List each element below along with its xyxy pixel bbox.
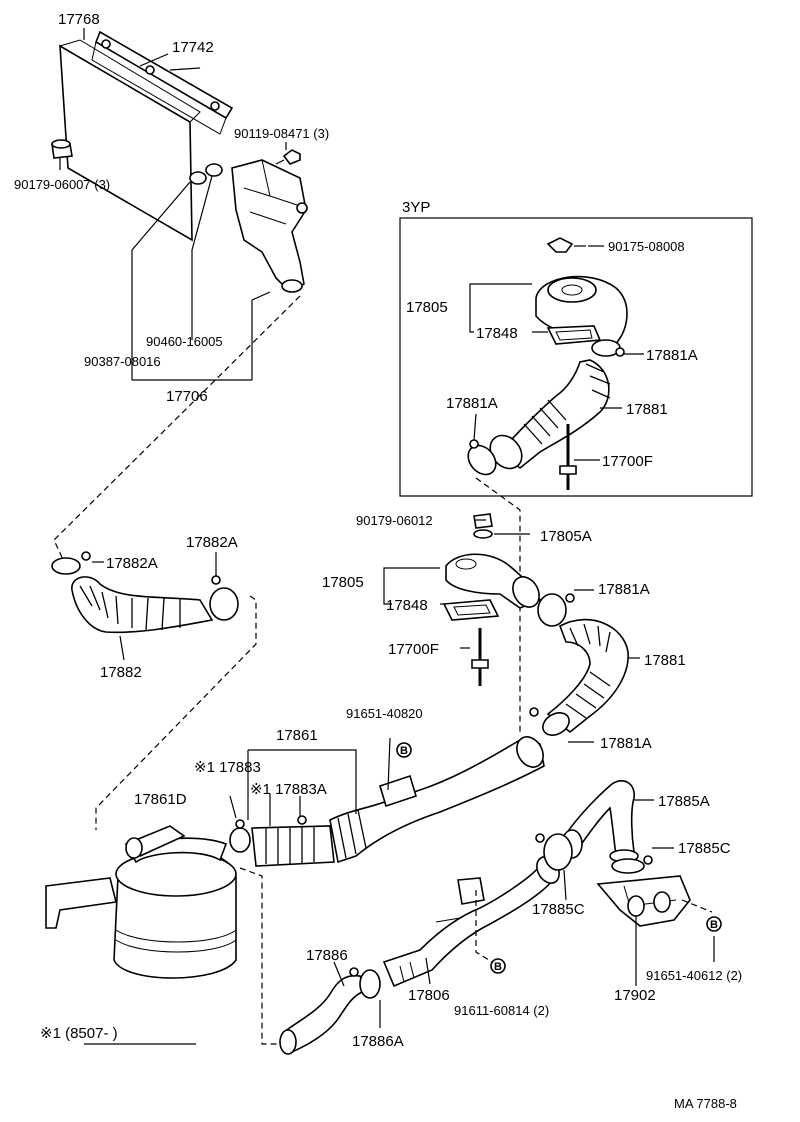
label-17885A: 17885A (658, 793, 710, 810)
bracket-17902 (596, 875, 691, 927)
leaders-17861 (229, 737, 391, 826)
pipe-17806 (382, 856, 560, 988)
leaders-left (92, 552, 217, 661)
3yp-parts (467, 237, 628, 490)
label-17861D: 17861D (134, 791, 187, 808)
air-cleaner (45, 825, 237, 979)
label-91651-40612: 91651-40612 (2) (646, 968, 742, 983)
hose-17885A (561, 780, 639, 863)
label-90387-08016: 90387-08016 (84, 354, 161, 369)
label-90175-08008: 90175-08008 (608, 239, 685, 254)
label-90179-06007: 90179-06007 (3) (14, 177, 110, 192)
label-17886: 17886 (306, 947, 348, 964)
bracket-assembly (51, 30, 301, 242)
label-17881-box: 17881 (626, 401, 668, 418)
footnote: ※1 (8507- ) (40, 1025, 118, 1042)
dashed-connector-1 (53, 295, 301, 567)
middle-elbow-group (442, 513, 629, 736)
label-17805: 17805 (322, 574, 364, 591)
label-17742: 17742 (172, 39, 214, 56)
diagram-code: MA 7788-8 (674, 1096, 737, 1111)
label-17883: ※1 17883 (194, 759, 261, 776)
svg-text:B: B (710, 919, 718, 931)
ref-b-2: B (490, 958, 506, 974)
dashed-connector-4 (239, 867, 278, 1045)
label-90460-16005: 90460-16005 (146, 334, 223, 349)
label-17848: 17848 (386, 597, 428, 614)
label-17885C-2: 17885C (532, 901, 585, 918)
dashed-connector-5 (475, 890, 493, 963)
3yp-box (399, 217, 753, 497)
label-17805A: 17805A (540, 528, 592, 545)
dashed-connector-2 (475, 477, 521, 732)
label-91611-60814: 91611-60814 (2) (454, 1003, 549, 1018)
hose-17886 (279, 967, 381, 1055)
svg-text:B: B (494, 961, 502, 973)
label-17706: 17706 (166, 388, 208, 405)
label-91651-40820: 91651-40820 (346, 706, 423, 721)
label-17882A-2: 17882A (186, 534, 238, 551)
leaders-right (333, 799, 715, 1028)
hose-17882 (51, 551, 239, 634)
label-90179-06012: 90179-06012 (356, 513, 433, 528)
clamps-17885C (535, 833, 653, 874)
label-17806: 17806 (408, 987, 450, 1004)
ref-b-3: B (706, 916, 722, 932)
dashed-connector-6 (681, 899, 713, 913)
label-17881: 17881 (644, 652, 686, 669)
label-17881A-box-2: 17881A (446, 395, 498, 412)
label-17882A-1: 17882A (106, 555, 158, 572)
air-duct-17706 (231, 159, 308, 293)
label-17881A-box-1: 17881A (646, 347, 698, 364)
label-17881A-1: 17881A (598, 581, 650, 598)
dashed-connector-3 (95, 595, 257, 830)
label-17885C-1: 17885C (678, 840, 731, 857)
pipe-17861 (229, 736, 545, 867)
leaders-top-left (59, 28, 287, 381)
leaders-middle (383, 519, 640, 743)
label-17882: 17882 (100, 664, 142, 681)
label-17902: 17902 (614, 987, 656, 1004)
label-17700F: 17700F (388, 641, 439, 658)
ref-b-1: B (396, 742, 412, 758)
label-17886A: 17886A (352, 1033, 404, 1050)
label-17805-box: 17805 (406, 299, 448, 316)
label-17700F-box: 17700F (602, 453, 653, 470)
svg-text:B: B (400, 745, 408, 757)
label-17881A-2: 17881A (600, 735, 652, 752)
leaders-3yp (469, 245, 644, 461)
label-90119-08471: 90119-08471 (3) (234, 126, 329, 141)
label-17861: 17861 (276, 727, 318, 744)
label-17848-box: 17848 (476, 325, 518, 342)
label-17883A: ※1 17883A (250, 781, 327, 798)
label-17768: 17768 (58, 11, 100, 28)
label-3yp: 3YP (402, 199, 430, 216)
